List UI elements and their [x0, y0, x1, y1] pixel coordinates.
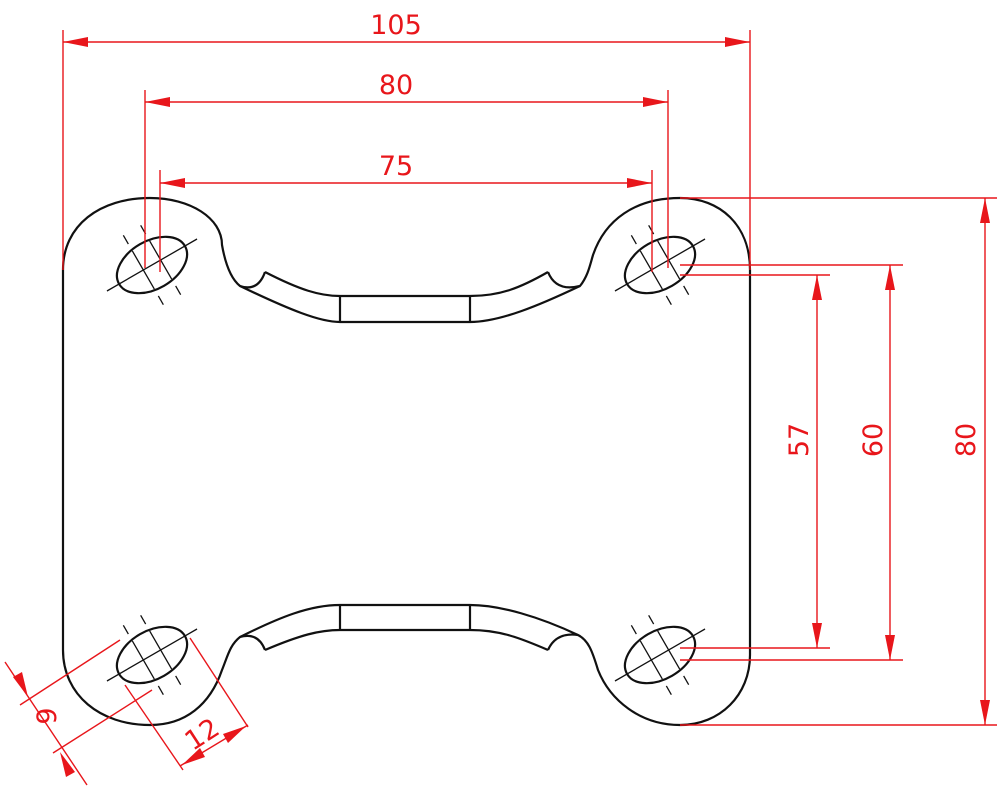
svg-text:57: 57	[784, 423, 815, 457]
top-channel	[239, 271, 581, 322]
dimension-60: 60	[680, 264, 903, 661]
dimension-12: 12	[124, 637, 249, 771]
dimension-57: 57	[680, 274, 830, 649]
bottom-channel	[239, 605, 579, 652]
svg-text:75: 75	[379, 151, 413, 182]
dimension-80-horizontal: 80	[144, 70, 669, 268]
svg-text:80: 80	[951, 423, 982, 457]
dimension-80-vertical: 80	[680, 197, 997, 726]
svg-text:12: 12	[180, 713, 226, 758]
svg-text:105: 105	[370, 10, 422, 41]
dimension-75: 75	[159, 151, 653, 272]
slot-bottom-left	[85, 593, 219, 717]
slot-top-left	[85, 203, 219, 327]
dimension-9: 9	[4, 639, 153, 786]
svg-text:9: 9	[32, 707, 63, 724]
svg-text:80: 80	[379, 70, 413, 101]
dimension-105: 105	[62, 10, 751, 270]
plate-outline	[61, 196, 752, 727]
svg-text:60: 60	[858, 423, 889, 457]
